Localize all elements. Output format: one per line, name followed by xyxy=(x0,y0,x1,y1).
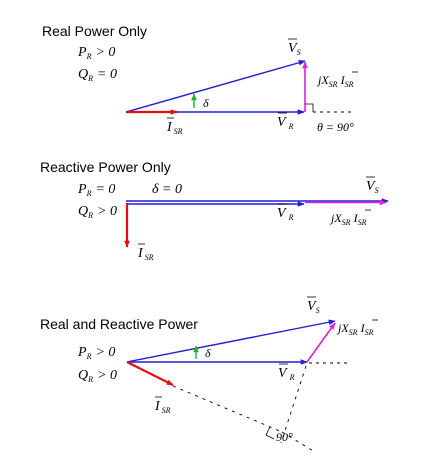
condition-pr: PR> 0 xyxy=(77,45,115,61)
right-angle-label: 90° xyxy=(276,430,293,444)
condition-pr: PR= 0 xyxy=(77,182,115,198)
voltage-drop-vector xyxy=(306,322,336,363)
panel-title: Real Power Only xyxy=(42,23,147,39)
theta-label: θ = 90° xyxy=(317,120,354,134)
panel-title: Real and Reactive Power xyxy=(40,316,198,332)
delta-label: δ xyxy=(205,346,211,360)
condition-qr: QR> 0 xyxy=(78,368,117,384)
condition-qr: QR> 0 xyxy=(78,204,117,220)
vs-label: VS xyxy=(366,179,379,195)
delta-label: δ xyxy=(203,96,209,110)
panel-real-reactive-power: Real and Reactive Power PR> 0 QR> 0 VS V… xyxy=(40,296,378,453)
right-angle-mark xyxy=(305,103,314,112)
condition-delta: δ = 0 xyxy=(152,182,182,197)
right-angle-mark xyxy=(265,426,275,440)
panel-title: Reactive Power Only xyxy=(40,159,171,175)
current-extension-guide xyxy=(172,385,283,433)
isr-vector xyxy=(126,361,174,386)
vs-label: VS xyxy=(307,299,320,315)
condition-qr: QR= 0 xyxy=(78,67,117,83)
condition-pr: PR> 0 xyxy=(77,345,115,361)
panel-reactive-power: Reactive Power Only PR= 0 QR> 0 δ = 0 VS… xyxy=(40,159,389,262)
perpendicular-guide xyxy=(280,365,307,444)
vs-label: VS xyxy=(288,41,301,57)
vs-vector xyxy=(126,319,336,363)
vs-vector xyxy=(125,60,306,113)
